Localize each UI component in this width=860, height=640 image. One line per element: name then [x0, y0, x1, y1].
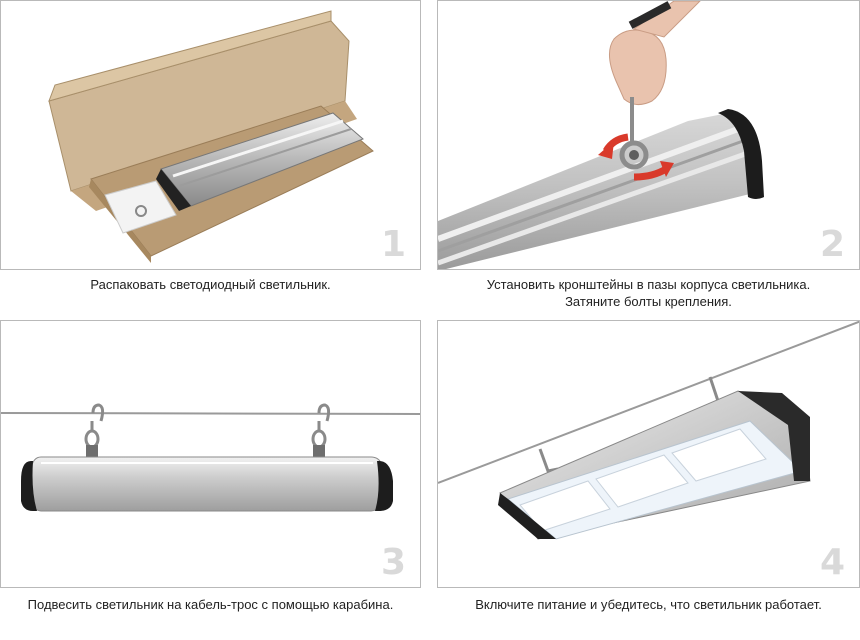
step-1-panel: 1	[0, 0, 421, 270]
step-2-panel: 2	[437, 0, 860, 270]
hanging-illustration	[1, 403, 420, 512]
caption-line: Распаковать светодиодный светильник.	[90, 277, 331, 292]
caption-line: Установить кронштейны в пазы корпуса све…	[486, 277, 811, 292]
step-number: 3	[380, 542, 406, 583]
step-3-panel: 3	[0, 320, 421, 588]
step-3-caption: Подвесить светильник на кабель-трос с по…	[0, 596, 421, 613]
step-number: 2	[819, 224, 845, 265]
caption-line: Затяните болты крепления.	[565, 294, 732, 309]
step-4-panel: 4	[437, 320, 860, 588]
step-2-caption: Установить кронштейны в пазы корпуса све…	[437, 276, 860, 310]
step-4-caption: Включите питание и убедитесь, что светил…	[437, 596, 860, 613]
step-number: 1	[380, 224, 406, 265]
bracket-install-illustration	[438, 1, 764, 269]
caption-line: Включите питание и убедитесь, что светил…	[475, 597, 822, 612]
unboxing-illustration	[48, 10, 374, 263]
caption-line: Подвесить светильник на кабель-трос с по…	[27, 597, 394, 612]
step-1-caption: Распаковать светодиодный светильник.	[0, 276, 421, 293]
step-number: 4	[819, 542, 845, 583]
power-on-illustration	[438, 321, 859, 540]
